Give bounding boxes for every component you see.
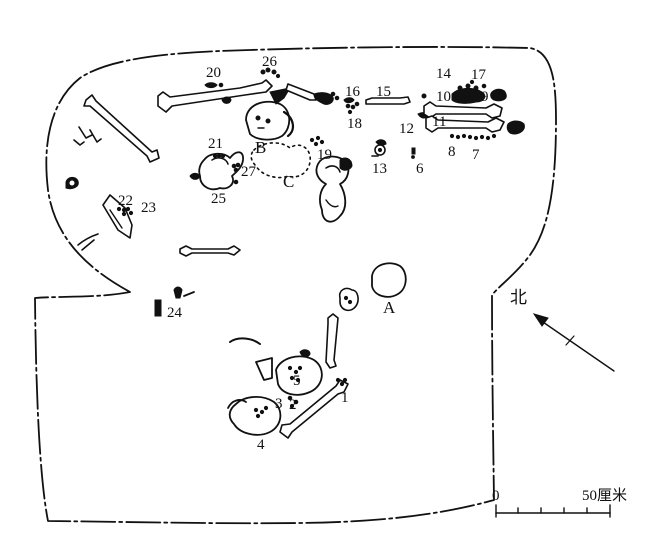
object-6 bbox=[411, 147, 416, 159]
label-15: 15 bbox=[376, 84, 391, 100]
dots-27 bbox=[231, 162, 241, 185]
object-near-A bbox=[338, 287, 359, 312]
long-bone-top bbox=[157, 79, 273, 113]
scale-bar: 0 50厘米 bbox=[492, 487, 627, 518]
long-bone-center-left bbox=[179, 245, 241, 257]
label-7: 7 bbox=[472, 147, 480, 163]
north-label: 北 bbox=[510, 288, 527, 307]
dots-20 bbox=[204, 82, 232, 104]
dotted-outline-C bbox=[250, 142, 311, 179]
bone-fragments-left bbox=[73, 126, 102, 146]
north-arrow: 北 bbox=[510, 288, 615, 372]
label-17: 17 bbox=[471, 67, 487, 83]
label-3: 3 bbox=[275, 396, 283, 412]
label-10: 10 bbox=[436, 89, 451, 105]
label-26: 26 bbox=[262, 54, 278, 70]
label-9: 9 bbox=[481, 89, 489, 105]
vessel-4 bbox=[227, 396, 282, 436]
label-14: 14 bbox=[436, 66, 452, 82]
dots-26 bbox=[260, 67, 281, 79]
label-16: 16 bbox=[345, 84, 361, 100]
dots-2-3 bbox=[287, 395, 299, 409]
label-23: 23 bbox=[141, 200, 156, 216]
pit-outline bbox=[34, 46, 557, 525]
label-4: 4 bbox=[257, 437, 265, 453]
bone-cluster-22-23 bbox=[77, 194, 134, 251]
scale-end-label: 50厘米 bbox=[582, 487, 627, 504]
dots-1 bbox=[335, 377, 348, 387]
label-A: A bbox=[383, 298, 396, 317]
label-B: B bbox=[255, 138, 266, 157]
label-8: 8 bbox=[448, 144, 456, 160]
bone-lower-small bbox=[229, 337, 261, 345]
label-19: 19 bbox=[317, 147, 332, 163]
label-1: 1 bbox=[341, 390, 349, 406]
long-bone-upper-left bbox=[83, 94, 160, 163]
cluster-10-14-17 bbox=[451, 79, 487, 104]
bone-15 bbox=[365, 96, 411, 105]
long-bone-lower-diagonal bbox=[279, 379, 349, 439]
long-bone-lower-vertical bbox=[325, 313, 339, 369]
bone-fragment-top-center bbox=[285, 83, 340, 105]
dots-8-7 bbox=[449, 133, 497, 141]
label-5: 5 bbox=[293, 373, 301, 389]
skull-B bbox=[245, 87, 294, 141]
vessel-5 bbox=[255, 349, 323, 396]
label-11: 11 bbox=[432, 114, 446, 130]
label-24: 24 bbox=[167, 305, 183, 321]
object-13 bbox=[371, 139, 387, 157]
dots-16-18 bbox=[343, 97, 360, 115]
label-22: 22 bbox=[118, 193, 133, 209]
small-object-left bbox=[65, 176, 79, 190]
small-shell-left-of-25 bbox=[189, 172, 201, 180]
dots-19 bbox=[309, 135, 325, 147]
scale-zero-label: 0 bbox=[492, 488, 500, 504]
label-21: 21 bbox=[208, 136, 223, 152]
label-6: 6 bbox=[416, 161, 424, 177]
label-20: 20 bbox=[206, 65, 221, 81]
object-A bbox=[371, 262, 407, 298]
cluster-9 bbox=[490, 88, 507, 102]
vessel-center-right bbox=[315, 155, 353, 223]
label-13: 13 bbox=[372, 161, 387, 177]
object-24 bbox=[154, 286, 195, 317]
cluster-right-edge bbox=[506, 120, 525, 135]
label-18: 18 bbox=[347, 116, 362, 132]
label-25: 25 bbox=[211, 191, 226, 207]
label-12: 12 bbox=[399, 121, 414, 137]
label-C: C bbox=[283, 172, 294, 191]
label-2: 2 bbox=[289, 397, 297, 413]
long-bone-11-lower bbox=[425, 115, 505, 133]
label-27: 27 bbox=[241, 164, 257, 180]
